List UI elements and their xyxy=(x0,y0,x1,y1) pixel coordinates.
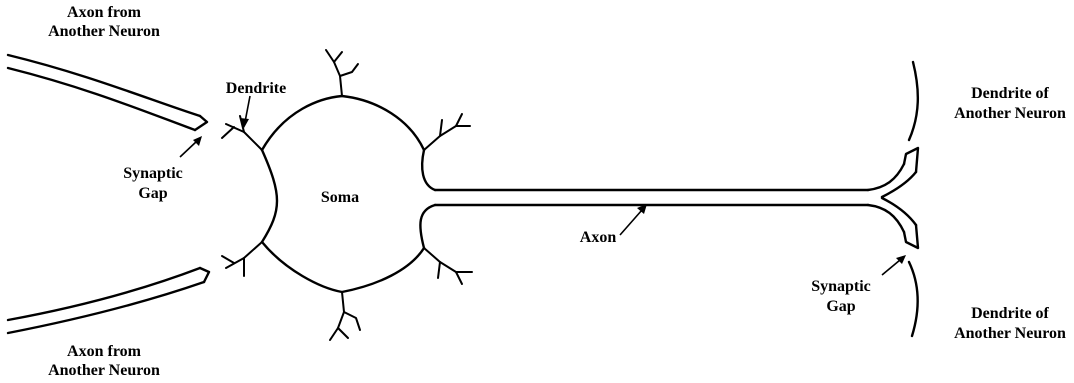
label-dendrite-top-1: Dendrite of xyxy=(971,85,1049,102)
label-synaptic-left-1: Synaptic xyxy=(123,165,183,182)
label-axon-top-1: Axon from xyxy=(67,4,142,21)
label-dendrite-bottom-2: Another Neuron xyxy=(954,325,1066,342)
axon-terminal xyxy=(866,146,920,250)
soma-dendrite-right-bottom xyxy=(423,247,473,285)
label-synaptic-left-2: Gap xyxy=(138,185,167,202)
arrow-dendrite xyxy=(240,95,251,128)
soma-dendrite-right-top xyxy=(423,113,471,151)
soma-dendrite-top xyxy=(325,49,359,97)
label-axon-bottom-1: Axon from xyxy=(67,343,142,360)
incoming-axon-bottom xyxy=(6,266,211,335)
label-dendrite-bottom-1: Dendrite of xyxy=(971,305,1049,322)
label-synaptic-right-1: Synaptic xyxy=(811,278,871,295)
target-dendrite-bottom xyxy=(907,260,919,338)
incoming-axon-top xyxy=(6,53,209,132)
main-axon xyxy=(433,188,870,207)
label-dendrite-top-2: Another Neuron xyxy=(954,105,1066,122)
label-axon: Axon xyxy=(580,229,617,246)
arrow-synaptic-right xyxy=(881,255,906,276)
soma-dendrite-bottom xyxy=(329,291,361,341)
target-dendrite-top xyxy=(907,60,919,142)
arrow-axon xyxy=(619,204,647,236)
arrow-synaptic-left xyxy=(179,136,202,158)
label-axon-top-2: Another Neuron xyxy=(48,23,160,40)
soma-dendrite-left-bottom xyxy=(221,241,263,277)
label-synaptic-right-2: Gap xyxy=(826,298,855,315)
soma-body xyxy=(260,94,437,294)
label-dendrite: Dendrite xyxy=(226,80,286,97)
label-soma: Soma xyxy=(321,189,359,206)
label-axon-bottom-2: Another Neuron xyxy=(48,362,160,379)
